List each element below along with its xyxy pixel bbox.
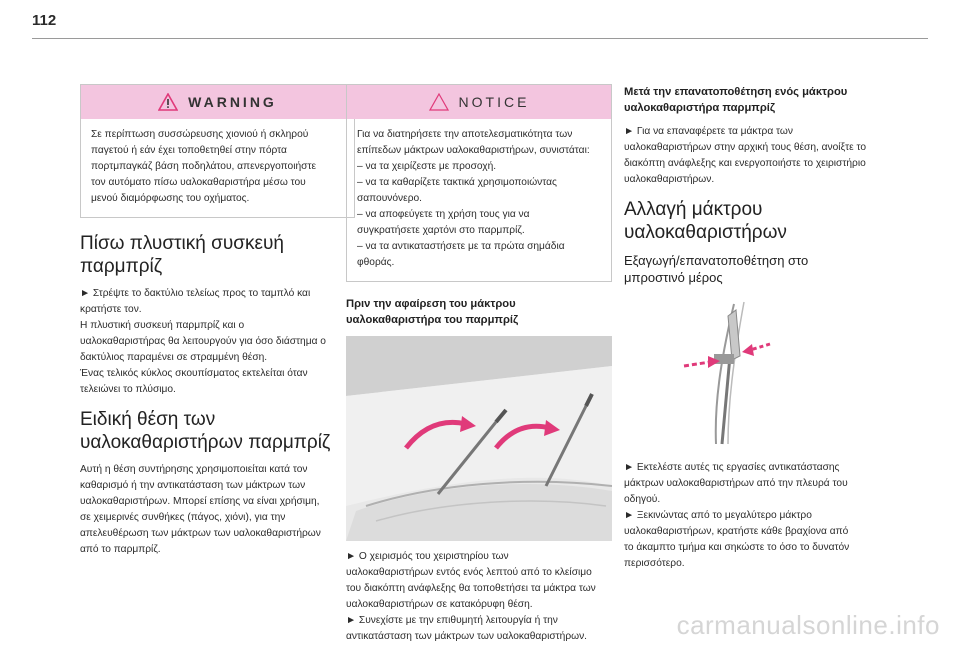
heading-line: Αλλαγή μάκτρου	[624, 199, 763, 220]
notice-triangle-icon	[428, 93, 449, 111]
heading-special-position: Ειδική θέση των υαλοκαθαριστήρων παρμπρί…	[80, 408, 355, 454]
text-line: από το παρμπρίζ.	[80, 544, 161, 555]
heading-line: υαλοκαθαριστήρα παρμπρίζ	[624, 102, 776, 114]
text-line: κρατήστε τον.	[80, 304, 142, 315]
text-line: καθαρισμό ή την αντικατάσταση των μάκτρω…	[80, 480, 306, 491]
page-number: 112	[32, 12, 57, 29]
text-line: απελευθέρωση των μάκτρων των υαλοκαθαρισ…	[80, 528, 321, 539]
text-line: τελειώνει το πλύσιμο.	[80, 384, 176, 395]
text-line: αντικατάσταση των μάκτρων των υαλοκαθαρι…	[346, 631, 587, 642]
heading-line: παρμπρίζ	[80, 256, 163, 277]
text-line: Η πλυστική συσκευή παρμπρίζ και ο	[80, 320, 245, 331]
subheading-before-removal: Πριν την αφαίρεση του μάκτρου υαλοκαθαρι…	[346, 296, 612, 328]
heading-line: υαλοκαθαριστήρων παρμπρίζ	[80, 432, 331, 453]
text-line: ► Εκτελέστε αυτές τις εργασίες αντικατάσ…	[624, 462, 840, 473]
notice-text: Για να διατηρήσετε την αποτελεσματικότητ…	[347, 119, 611, 281]
text-line: τον αυτόματο πίσω υαλοκαθαριστήρα μέσω τ…	[91, 177, 306, 188]
text-line: μενού διαμόρφωσης του οχήματος.	[91, 193, 250, 204]
notice-box: NOTICE Για να διατηρήσετε την αποτελεσμα…	[346, 84, 612, 282]
text-line: – να τα καθαρίζετε τακτικά χρησιμοποιώντ…	[357, 177, 557, 188]
text-line: μάκτρων υαλοκαθαριστήρων από την πλευρά …	[624, 478, 848, 489]
text-line: υαλοκαθαριστήρας θα λειτουργούν για όσο …	[80, 336, 326, 347]
heading-line: Εξαγωγή/επανατοποθέτηση στο	[624, 253, 809, 268]
notice-header: NOTICE	[347, 85, 611, 119]
text-line: ► Για να επαναφέρετε τα μάκτρα των	[624, 126, 793, 137]
text-line: – να τα χειρίζεστε με προσοχή.	[357, 161, 497, 172]
text-line: ► Ξεκινώντας από το μεγαλύτερο μάκτρο	[624, 510, 812, 521]
text-line: του διακόπτη ανάφλεξης θα τοποθετήσει τα…	[346, 583, 596, 594]
heading-line: Μετά την επανατοποθέτηση ενός μάκτρου	[624, 86, 848, 98]
after-refit-text: ► Για να επαναφέρετε τα μάκτρα των υαλοκ…	[624, 124, 902, 188]
text-line: οδηγού.	[624, 494, 661, 505]
heading-rear-washer: Πίσω πλυστική συσκευή παρμπρίζ	[80, 232, 355, 278]
text-line: υαλοκαθαριστήρων σε κατακόρυφη θέση.	[346, 599, 533, 610]
warning-header: WARNING	[81, 85, 354, 119]
warning-title: WARNING	[188, 94, 277, 110]
warning-triangle-icon	[158, 93, 179, 111]
change-blade-text: ► Εκτελέστε αυτές τις εργασίες αντικατάσ…	[624, 460, 902, 572]
text-line: φθοράς.	[357, 257, 395, 268]
text-line: υαλοκαθαριστήρων, κρατήστε κάθε βραχίονα…	[624, 526, 849, 537]
text-line: περισσότερο.	[624, 558, 685, 569]
heading-line: υαλοκαθαριστήρων	[624, 222, 787, 243]
before-removal-text: ► Ο χειρισμός του χειριστηρίου των υαλοκ…	[346, 549, 612, 645]
text-line: διακόπτη ανάφλεξης και ενεργοποιήστε το …	[624, 158, 866, 169]
text-line: Για να διατηρήσετε την αποτελεσματικότητ…	[357, 129, 573, 140]
text-line: παγετού ή εάν έχει τοποθετηθεί στην πόρτ…	[91, 145, 287, 156]
text-line: το άκαμπτο τμήμα και σηκώστε το όσο το δ…	[624, 542, 850, 553]
heading-line: μπροστινό μέρος	[624, 270, 723, 285]
notice-title: NOTICE	[458, 94, 530, 110]
warning-text: Σε περίπτωση συσσώρευσης χιονιού ή σκληρ…	[81, 119, 354, 217]
watermark: carmanualsonline.info	[676, 610, 940, 640]
text-line: – να τα αντικαταστήσετε με τα πρώτα σημά…	[357, 241, 565, 252]
column-1: WARNING Σε περίπτωση συσσώρευσης χιονιού…	[80, 84, 355, 568]
top-divider	[32, 38, 928, 39]
heading-change-blade: Αλλαγή μάκτρου υαλοκαθαριστήρων	[624, 198, 902, 244]
text-line: δακτύλιος παραμένει σε στραμμένη θέση.	[80, 352, 268, 363]
column-3: Μετά την επανατοποθέτηση ενός μάκτρου υα…	[624, 84, 902, 582]
wiper-raise-illustration	[346, 336, 612, 541]
warning-box: WARNING Σε περίπτωση συσσώρευσης χιονιού…	[80, 84, 355, 218]
text-line: σε χειμερινές συνθήκες (πάγος, χιόνι), γ…	[80, 512, 286, 523]
text-line: ► Συνεχίστε με την επιθυμητή λειτουργία …	[346, 615, 558, 626]
special-position-text: Αυτή η θέση συντήρησης χρησιμοποιείται κ…	[80, 462, 355, 558]
subheading-after-refit: Μετά την επανατοποθέτηση ενός μάκτρου υα…	[624, 84, 902, 116]
text-line: Σε περίπτωση συσσώρευσης χιονιού ή σκληρ…	[91, 129, 309, 140]
heading-line: Πίσω πλυστική συσκευή	[80, 233, 284, 254]
wiper-blade-illustration	[683, 301, 771, 445]
text-line: σαπουνόνερο.	[357, 193, 422, 204]
text-line: ► Στρέψτε το δακτύλιο τελείως προς το τα…	[80, 288, 311, 299]
subheading-front: Εξαγωγή/επανατοποθέτηση στο μπροστινό μέ…	[624, 252, 902, 286]
rear-washer-text: ► Στρέψτε το δακτύλιο τελείως προς το τα…	[80, 286, 355, 398]
heading-line: υαλοκαθαριστήρα του παρμπρίζ	[346, 314, 519, 326]
text-line: ► Ο χειρισμός του χειριστηρίου των	[346, 551, 509, 562]
text-line: – να αποφεύγετε τη χρήση τους για να	[357, 209, 530, 220]
text-line: υαλοκαθαριστήρων.	[624, 174, 715, 185]
column-2: NOTICE Για να διατηρήσετε την αποτελεσμα…	[346, 84, 612, 655]
text-line: Αυτή η θέση συντήρησης χρησιμοποιείται κ…	[80, 464, 308, 475]
text-line: πορτμπαγκάζ βάση ποδηλάτου, απενεργοποιή…	[91, 161, 317, 172]
text-line: υαλοκαθαριστήρων. Μπορεί επίσης να είναι…	[80, 496, 320, 507]
heading-line: Ειδική θέση των	[80, 409, 216, 430]
text-line: υαλοκαθαριστήρων στην αρχική τους θέση, …	[624, 142, 867, 153]
text-line: Ένας τελικός κύκλος σκουπίσματος εκτελεί…	[80, 368, 308, 379]
text-line: επίπεδων μάκτρων υαλοκαθαριστήρων, συνισ…	[357, 145, 590, 156]
heading-line: Πριν την αφαίρεση του μάκτρου	[346, 298, 516, 310]
text-line: συγκρατήσετε χαρτόνι στο παρμπρίζ.	[357, 225, 525, 236]
text-line: υαλοκαθαριστήρων εντός ενός λεπτού από τ…	[346, 567, 592, 578]
